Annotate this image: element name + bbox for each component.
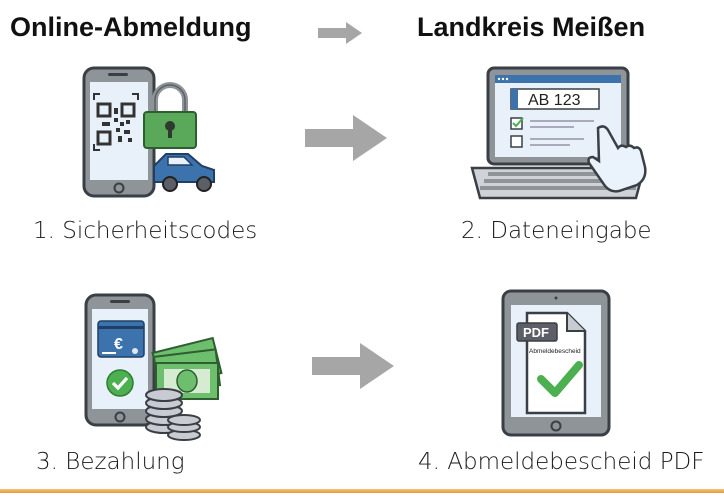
header-title-right: Landkreis Meißen <box>417 12 646 42</box>
license-plate-text: AB 123 <box>528 92 581 109</box>
pdf-badge: PDF <box>523 325 549 340</box>
laptop-form-hand-icon: AB 123 <box>470 66 647 200</box>
arrow-right-icon-2 <box>312 343 394 389</box>
arrow-right-icon <box>305 115 387 161</box>
document-title: Abmeldebescheid <box>529 348 581 355</box>
bottom-accent-rule <box>0 489 724 493</box>
tablet-pdf-check-icon: PDF Abmeldebescheid <box>501 289 611 437</box>
phone-qr-lock-car-icon <box>82 66 215 198</box>
header-arrow-icon <box>318 22 362 44</box>
euro-symbol: € <box>114 336 123 353</box>
step-2-label: 2. Dateneingabe <box>461 218 652 244</box>
step-3-label: 3. Bezahlung <box>36 449 185 475</box>
step-1-label: 1. Sicherheitscodes <box>33 218 258 244</box>
phone-card-money-icon: € <box>84 293 223 441</box>
header-title-left: Online-Abmeldung <box>10 12 252 42</box>
step-4-label: 4. Abmeldebescheid PDF <box>418 449 705 475</box>
